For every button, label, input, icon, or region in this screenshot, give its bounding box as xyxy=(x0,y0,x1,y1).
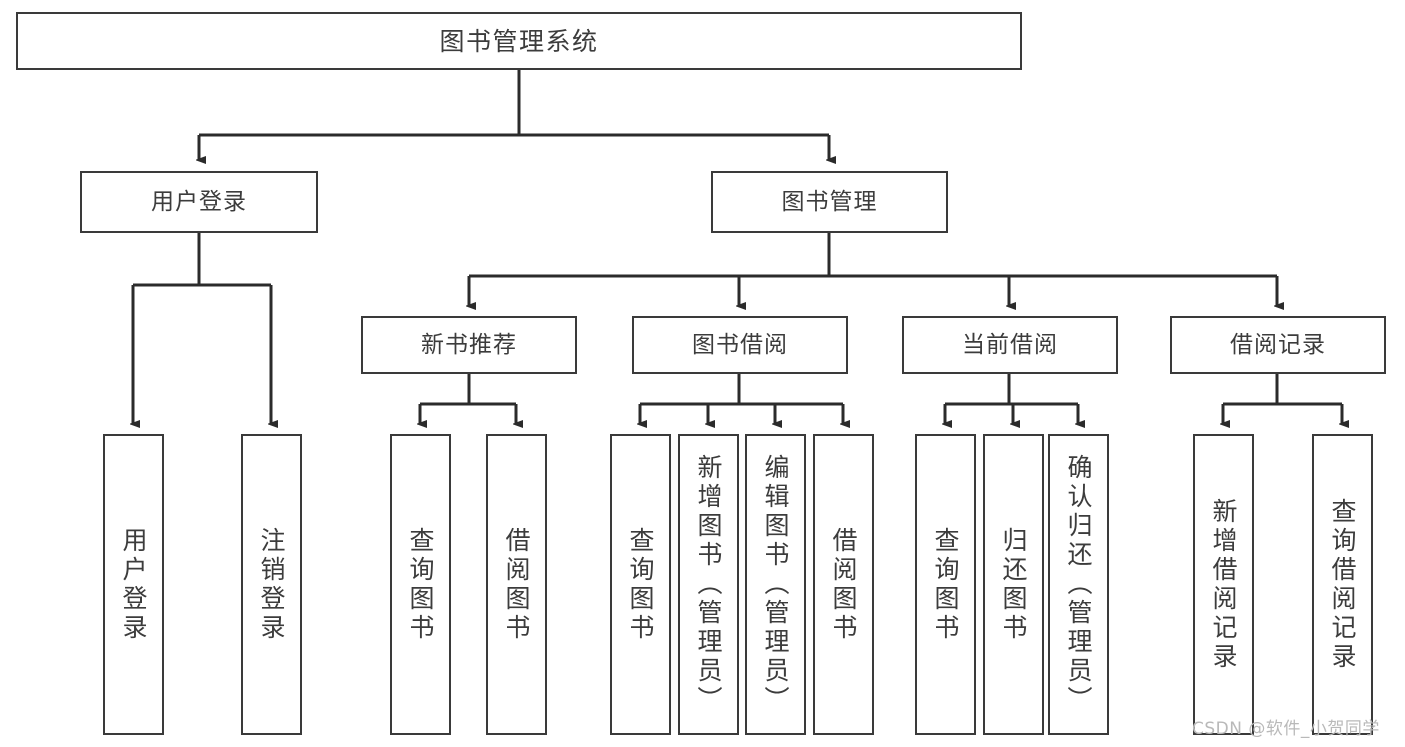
leaf-logout-label: 注销登录 xyxy=(257,526,286,643)
leaf-add-book[interactable]: 新增图书（管理员） xyxy=(678,434,739,735)
leaf-borrow-book-1-label: 借阅图书 xyxy=(502,526,531,643)
leaf-query-book-3-label: 查询图书 xyxy=(931,526,960,643)
leaf-borrow-book-1[interactable]: 借阅图书 xyxy=(486,434,547,735)
node-current-borrow[interactable]: 当前借阅 xyxy=(902,316,1118,374)
leaf-add-record[interactable]: 新增借阅记录 xyxy=(1193,434,1254,735)
node-book-manage[interactable]: 图书管理 xyxy=(711,171,948,233)
node-new-book-recommend[interactable]: 新书推荐 xyxy=(361,316,577,374)
node-user-login[interactable]: 用户登录 xyxy=(80,171,318,233)
leaf-add-book-label: 新增图书（管理员） xyxy=(694,454,723,715)
leaf-query-book-3[interactable]: 查询图书 xyxy=(915,434,976,735)
node-book-borrow[interactable]: 图书借阅 xyxy=(632,316,848,374)
leaf-borrow-book-2-label: 借阅图书 xyxy=(829,526,858,643)
leaf-return-book-label: 归还图书 xyxy=(999,526,1028,643)
leaf-logout[interactable]: 注销登录 xyxy=(241,434,302,735)
leaf-edit-book[interactable]: 编辑图书（管理员） xyxy=(745,434,806,735)
leaf-query-book-2-label: 查询图书 xyxy=(626,526,655,643)
leaf-query-record-label: 查询借阅记录 xyxy=(1328,497,1357,672)
leaf-borrow-book-2[interactable]: 借阅图书 xyxy=(813,434,874,735)
leaf-query-book-1[interactable]: 查询图书 xyxy=(390,434,451,735)
node-book-manage-label: 图书管理 xyxy=(781,188,878,215)
leaf-confirm-return-label: 确认归还（管理员） xyxy=(1064,454,1093,715)
node-current-borrow-label: 当前借阅 xyxy=(962,331,1058,358)
leaf-user-login[interactable]: 用户登录 xyxy=(103,434,164,735)
node-root[interactable]: 图书管理系统 xyxy=(16,12,1022,70)
leaf-query-record[interactable]: 查询借阅记录 xyxy=(1312,434,1373,735)
node-borrow-record-label: 借阅记录 xyxy=(1230,331,1326,358)
node-new-book-recommend-label: 新书推荐 xyxy=(421,331,517,358)
node-book-borrow-label: 图书借阅 xyxy=(692,331,788,358)
node-root-label: 图书管理系统 xyxy=(439,26,599,56)
node-user-login-label: 用户登录 xyxy=(151,188,247,215)
node-borrow-record[interactable]: 借阅记录 xyxy=(1170,316,1386,374)
leaf-query-book-2[interactable]: 查询图书 xyxy=(610,434,671,735)
leaf-confirm-return[interactable]: 确认归还（管理员） xyxy=(1048,434,1109,735)
leaf-user-login-label: 用户登录 xyxy=(119,526,148,643)
watermark: CSDN @软件_小贺同学 xyxy=(1192,719,1380,739)
leaf-edit-book-label: 编辑图书（管理员） xyxy=(761,454,790,715)
leaf-return-book[interactable]: 归还图书 xyxy=(983,434,1044,735)
leaf-add-record-label: 新增借阅记录 xyxy=(1209,497,1238,672)
leaf-query-book-1-label: 查询图书 xyxy=(406,526,435,643)
